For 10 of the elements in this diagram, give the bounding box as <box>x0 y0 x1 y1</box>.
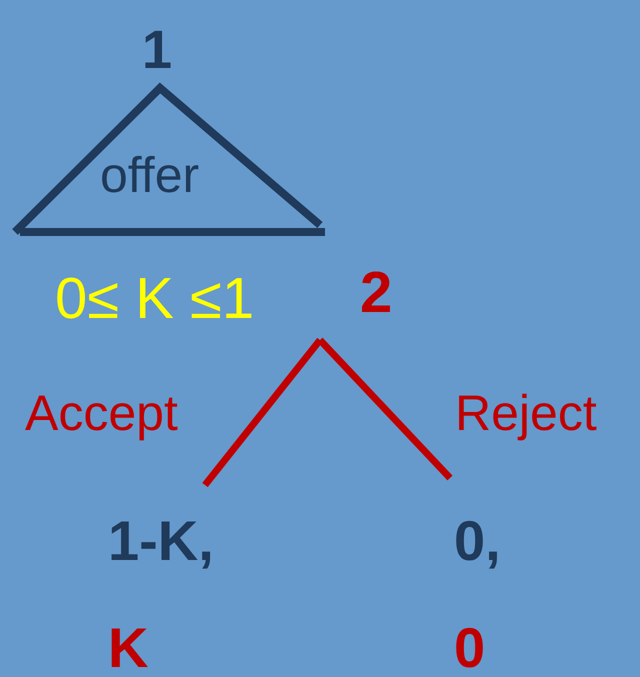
player-label: 2 <box>360 264 392 322</box>
payoff-value: 1-K, <box>108 513 214 569</box>
move-label: offer <box>100 150 200 200</box>
range-label: 0≤ K ≤1 <box>55 270 254 328</box>
branch-line <box>317 338 453 480</box>
player-label: 1 <box>142 23 172 77</box>
branch-line <box>202 338 323 488</box>
payoff-value: K <box>108 620 148 676</box>
payoff-value: 0, <box>454 513 501 569</box>
payoff-value: 0 <box>454 620 486 676</box>
